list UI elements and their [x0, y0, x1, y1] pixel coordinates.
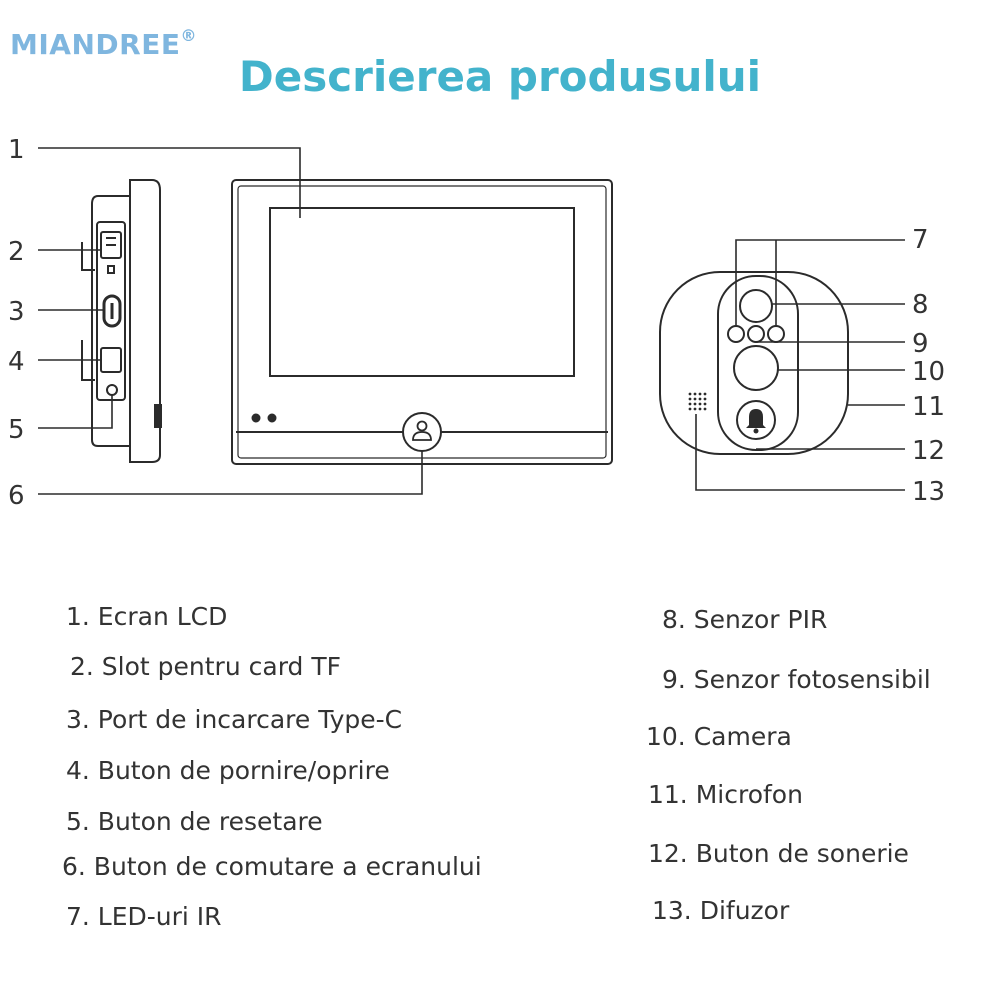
- callout-11: 11: [912, 392, 945, 422]
- callout-13: 13: [912, 477, 945, 507]
- speaker-grille-icon: [688, 392, 707, 411]
- light-sensor: [747, 325, 765, 343]
- callout-9: 9: [912, 329, 929, 359]
- legend-item-12: 12. Buton de sonerie: [648, 839, 909, 868]
- callout-4: 4: [8, 347, 25, 377]
- leader-lines: [38, 147, 905, 495]
- user-icon: [412, 420, 432, 441]
- legend-item-11: 11. Microfon: [648, 780, 803, 809]
- legend-item-3: 3. Port de incarcare Type-C: [66, 705, 403, 734]
- ir-led-right: [767, 325, 785, 343]
- callout-10: 10: [912, 357, 945, 387]
- legend-item-2: 2. Slot pentru card TF: [70, 652, 341, 681]
- indicator-dot-2: [267, 413, 277, 423]
- legend-item-7: 7. LED-uri IR: [66, 902, 222, 931]
- doorbell-button: [736, 400, 776, 440]
- tf-slot-icon: [100, 231, 122, 274]
- bell-icon: [746, 409, 766, 434]
- callout-2: 2: [8, 237, 25, 267]
- legend-item-9: 9. Senzor fotosensibil: [662, 665, 931, 694]
- ir-led-left: [727, 325, 745, 343]
- pir-sensor: [739, 289, 773, 323]
- callout-6: 6: [8, 481, 25, 511]
- product-diagram: 1 2 3 4 5 6 7 8 9 10 11 12 13: [8, 135, 945, 511]
- monitor-front-view: [231, 179, 613, 465]
- callout-5: 5: [8, 415, 25, 445]
- callout-1: 1: [8, 135, 25, 165]
- page-title: Descrierea produsului: [238, 52, 762, 101]
- legend-item-13: 13. Difuzor: [652, 896, 790, 925]
- brand-logo: MIANDREE®: [10, 26, 197, 61]
- type-c-port-icon: [102, 294, 122, 328]
- camera-lens: [733, 345, 779, 391]
- callout-8: 8: [912, 290, 929, 320]
- brand-name: MIANDREE: [10, 28, 181, 61]
- doorbell-unit: [659, 271, 849, 455]
- callout-12: 12: [912, 436, 945, 466]
- monitor-side-view: [81, 179, 162, 463]
- legend-item-5: 5. Buton de resetare: [66, 807, 323, 836]
- legend-item-10: 10. Camera: [646, 722, 792, 751]
- indicator-dot-1: [251, 413, 261, 423]
- legend-item-8: 8. Senzor PIR: [662, 605, 828, 634]
- power-button-icon: [100, 347, 122, 373]
- callout-7: 7: [912, 225, 929, 255]
- callout-3: 3: [8, 297, 25, 327]
- registered-mark: ®: [180, 26, 197, 45]
- legend-item-1: 1. Ecran LCD: [66, 602, 228, 631]
- legend-item-4: 4. Buton de pornire/oprire: [66, 756, 390, 785]
- legend-item-6: 6. Buton de comutare a ecranului: [62, 852, 482, 881]
- reset-button-icon: [106, 384, 118, 396]
